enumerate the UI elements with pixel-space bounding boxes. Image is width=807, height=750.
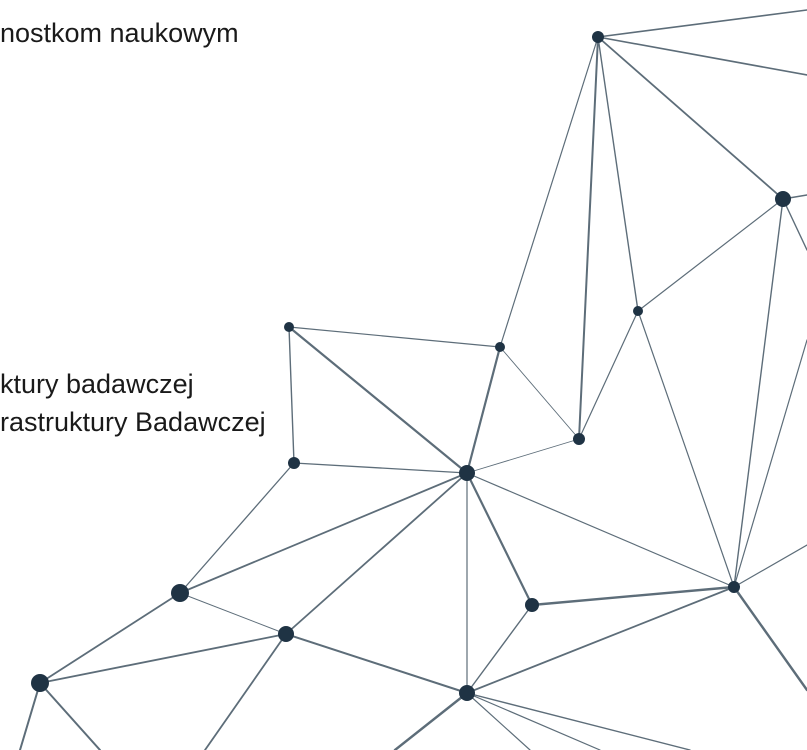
network-node [495, 342, 505, 352]
network-edge [578, 310, 639, 440]
network-edge [288, 326, 501, 348]
network-edge [466, 472, 735, 588]
network-node [278, 626, 294, 642]
network-edge [466, 438, 580, 474]
network-edge [287, 325, 469, 475]
network-node [171, 584, 189, 602]
network-node [775, 191, 791, 207]
network-edge [39, 682, 101, 750]
network-edge [293, 462, 468, 474]
network-node [728, 581, 740, 593]
network-edge [19, 682, 41, 750]
text-line-1: nostkom naukowym [0, 18, 239, 48]
network-edge [733, 339, 807, 588]
network-edge [733, 198, 784, 588]
network-node [31, 674, 49, 692]
network-edge [578, 36, 599, 440]
network-edge [204, 633, 287, 750]
network-node [284, 322, 294, 332]
network-edge [39, 592, 181, 684]
network-edge [466, 692, 531, 750]
network-edge [732, 585, 807, 692]
network-edge [466, 692, 691, 750]
network-edge [465, 345, 502, 475]
network-node [573, 433, 585, 445]
text-line-2: ktury badawczej [0, 369, 194, 399]
network-edge [466, 604, 533, 694]
network-edge [465, 471, 534, 607]
network-edge [597, 36, 784, 200]
text-line-3: rastruktury Badawczej [0, 407, 266, 437]
network-edge [597, 36, 807, 76]
network-node [459, 685, 475, 701]
network-edge [530, 585, 736, 607]
network-edge [393, 691, 469, 750]
network-edge [466, 692, 601, 750]
network-node [633, 306, 643, 316]
network-node [592, 31, 604, 43]
network-edge [499, 36, 599, 348]
network-edge [288, 326, 295, 464]
network-edge [782, 198, 807, 251]
network-edge [637, 198, 784, 312]
network-node [288, 457, 300, 469]
network-node [525, 598, 539, 612]
network-edge [39, 633, 287, 684]
network-edge [285, 472, 468, 635]
network-edge [597, 9, 807, 38]
network-edge [597, 36, 639, 312]
network-node [459, 465, 475, 481]
network-edge [285, 633, 468, 694]
network-edge [179, 592, 287, 635]
network-edge [733, 544, 807, 588]
network-edge [499, 346, 580, 440]
network-edge [637, 310, 735, 588]
network-edge [179, 462, 295, 594]
network-edge [466, 586, 735, 694]
network-edge [179, 472, 468, 594]
